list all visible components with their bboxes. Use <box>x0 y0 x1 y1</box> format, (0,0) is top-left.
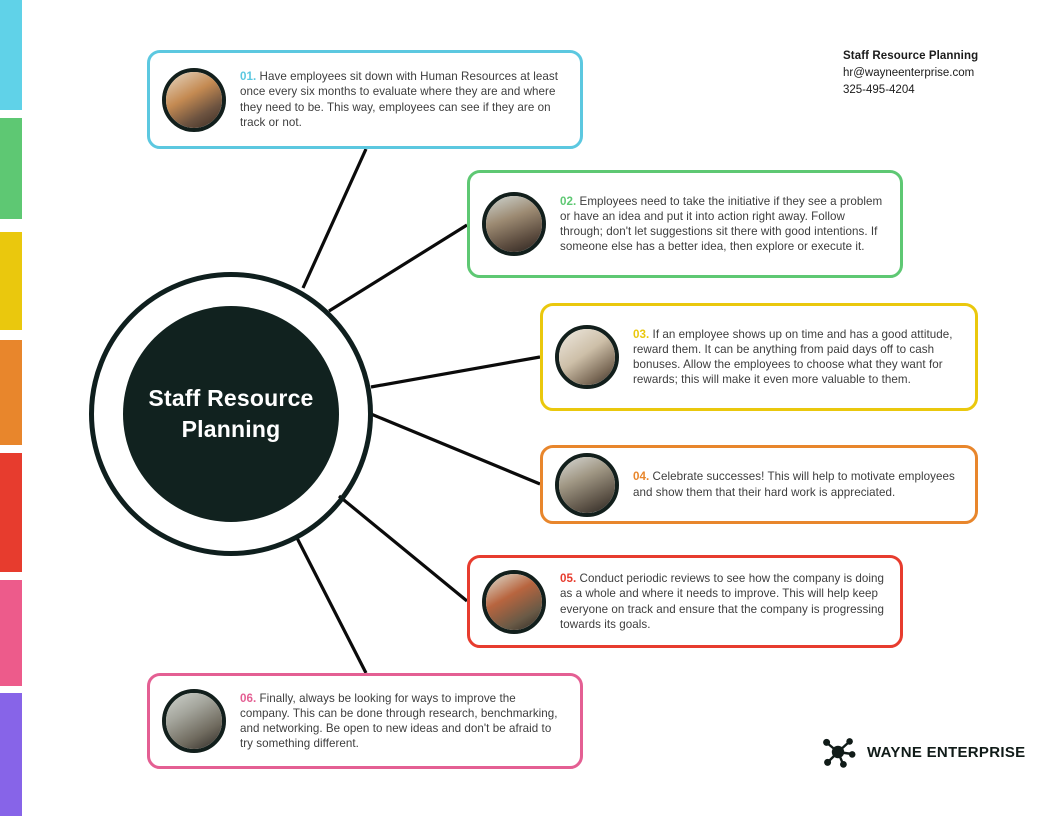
card-number-06: 06. <box>240 691 257 705</box>
card-04[interactable]: 04. Celebrate successes! This will help … <box>540 445 978 524</box>
card-text-06: 06. Finally, always be looking for ways … <box>240 691 566 752</box>
card-body-05: Conduct periodic reviews to see how the … <box>560 572 884 631</box>
card-body-04: Celebrate successes! This will help to m… <box>633 470 955 499</box>
hub-to-card-01 <box>301 148 368 289</box>
page-title: Staff Resource Planning <box>843 50 979 62</box>
card-02[interactable]: 02. Employees need to take the initiativ… <box>467 170 903 278</box>
hub-to-card-04 <box>370 412 541 486</box>
woman-celebrating-at-laptop-photo <box>555 452 619 517</box>
team-meeting-photo <box>162 67 226 132</box>
color-strip-block-yellow <box>0 232 22 330</box>
card-text-01: 01. Have employees sit down with Human R… <box>240 69 566 130</box>
card-body-01: Have employees sit down with Human Resou… <box>240 70 558 129</box>
two-women-discussing-photo <box>482 192 546 256</box>
network-node-icon <box>823 738 856 768</box>
contact-phone[interactable]: 325-495-4204 <box>843 84 915 96</box>
hub-inner-disc: Staff Resource Planning <box>123 306 339 522</box>
card-body-06: Finally, always be looking for ways to i… <box>240 691 558 751</box>
card-number-01: 01. <box>240 70 257 84</box>
brand-logo: WAYNE ENTERPRISE <box>822 735 1025 769</box>
card-number-04: 04. <box>633 470 650 484</box>
card-number-05: 05. <box>560 572 577 586</box>
color-strip-block-orange <box>0 340 22 445</box>
card-number-02: 02. <box>560 194 577 208</box>
color-strip-block-red <box>0 453 22 572</box>
cafe-review-meeting-photo <box>482 569 546 634</box>
color-strip-block-purple <box>0 693 22 816</box>
hub-outer-ring <box>89 272 373 556</box>
card-01[interactable]: 01. Have employees sit down with Human R… <box>147 50 583 149</box>
color-strip-block-cyan <box>0 0 22 110</box>
hub-label: Staff Resource Planning <box>148 385 314 442</box>
card-text-05: 05. Conduct periodic reviews to see how … <box>560 571 886 632</box>
card-body-03: If an employee shows up on time and has … <box>633 327 953 387</box>
hub-to-card-03 <box>370 355 541 389</box>
color-strip-block-green <box>0 118 22 219</box>
header-contact-block: Staff Resource Planning hr@wayneenterpri… <box>843 48 1043 99</box>
card-number-03: 03. <box>633 327 650 341</box>
card-text-03: 03. If an employee shows up on time and … <box>633 327 961 388</box>
central-hub: Staff Resource Planning <box>89 272 373 556</box>
card-body-02: Employees need to take the initiative if… <box>560 194 883 254</box>
handshake-photo <box>162 689 226 753</box>
card-text-02: 02. Employees need to take the initiativ… <box>560 194 886 255</box>
color-strip <box>0 0 22 816</box>
card-05[interactable]: 05. Conduct periodic reviews to see how … <box>467 555 903 648</box>
card-03[interactable]: 03. If an employee shows up on time and … <box>540 303 978 411</box>
contact-email[interactable]: hr@wayneenterprise.com <box>843 67 975 79</box>
card-06[interactable]: 06. Finally, always be looking for ways … <box>147 673 583 769</box>
hub-to-card-06 <box>294 535 368 674</box>
card-text-04: 04. Celebrate successes! This will help … <box>633 469 961 499</box>
calendar-marking-photo <box>555 325 619 389</box>
color-strip-block-pink <box>0 580 22 686</box>
brand-name: WAYNE ENTERPRISE <box>867 743 1026 761</box>
